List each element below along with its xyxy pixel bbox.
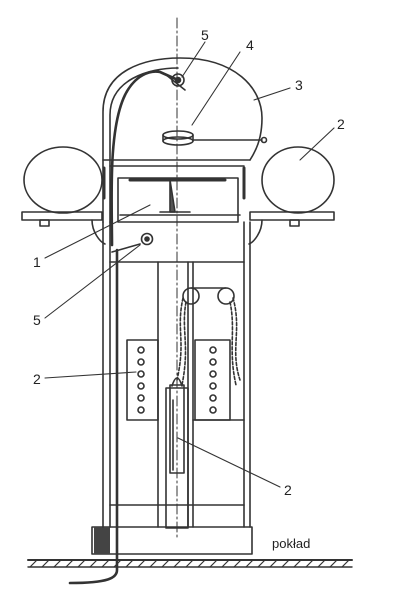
deck-hatching <box>27 559 353 568</box>
label-3: 3 <box>295 77 303 93</box>
base-foot <box>94 527 110 554</box>
base-plinth <box>91 526 253 555</box>
corrector-box-right <box>194 339 231 421</box>
leader-lines <box>44 41 335 488</box>
label-5-left: 5 <box>33 312 41 328</box>
cable-down <box>68 248 119 585</box>
label-5-top: 5 <box>201 27 209 43</box>
label-1: 1 <box>33 254 41 270</box>
label-2-bottom: 2 <box>284 482 292 498</box>
adjuster-left <box>111 232 154 253</box>
lamp <box>162 130 268 146</box>
sphere-right <box>261 146 335 214</box>
chain-pulleys <box>176 287 241 386</box>
label-4: 4 <box>246 37 254 53</box>
cable <box>110 70 180 247</box>
brackets <box>21 211 335 245</box>
corrector-box-left <box>126 339 159 421</box>
label-2-right: 2 <box>337 116 345 132</box>
label-2-left: 2 <box>33 371 41 387</box>
deck-label: pokład <box>272 536 311 551</box>
sphere-left <box>23 146 103 214</box>
